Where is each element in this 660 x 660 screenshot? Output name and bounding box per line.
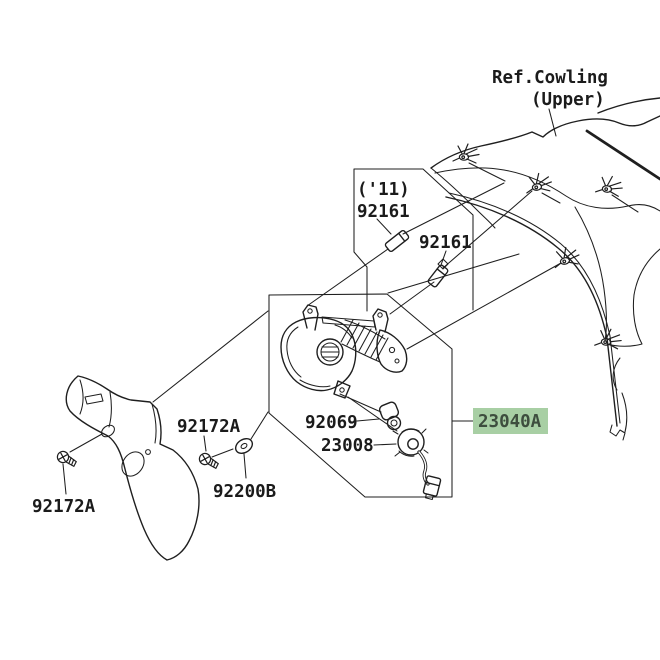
grommet-92069 xyxy=(378,401,402,431)
part-label-92161-year: 92161 xyxy=(357,202,410,222)
cowling-clip-icon xyxy=(523,170,554,196)
year-note-label: ('11) xyxy=(357,180,410,200)
label-leader-92161-year xyxy=(376,218,392,235)
upper-cowling xyxy=(430,97,660,441)
label-leader-92172a-mid xyxy=(203,435,207,452)
highlight-box xyxy=(473,408,548,434)
screw-92172a-left xyxy=(55,449,79,468)
ref-cowling-label-line2: (Upper) xyxy=(531,90,605,110)
year-bracket-outline xyxy=(353,168,474,312)
part-label-92172a-left: 92172A xyxy=(32,497,96,517)
wire-connector xyxy=(422,475,442,500)
inner-cover-panel xyxy=(65,375,200,561)
strip-end-tab xyxy=(609,424,626,441)
turn-signal-lamp xyxy=(280,304,408,399)
part-link-23040a[interactable]: 23040A xyxy=(473,408,548,434)
ref-cowling-label-line1: Ref.Cowling xyxy=(492,68,608,88)
group-outline-23040a xyxy=(268,293,453,498)
label-leader-92172a-left xyxy=(62,463,67,495)
part-label-92069: 92069 xyxy=(305,413,358,433)
label-leader-92161 xyxy=(440,250,447,266)
part-label-92172a-mid: 92172A xyxy=(177,417,241,437)
label-leader-92069 xyxy=(356,418,380,422)
bulb-socket-23008 xyxy=(392,428,442,500)
lamp-left-tab xyxy=(302,304,319,331)
washer-92200b xyxy=(234,437,254,455)
part-label-23040a: 23040A xyxy=(478,412,542,432)
windshield-edge xyxy=(585,129,660,181)
lamp-right-tab xyxy=(372,308,389,333)
label-leader-92200b xyxy=(243,453,247,479)
lamp-rubber-ribs xyxy=(340,319,389,361)
part-label-92200b: 92200B xyxy=(213,482,276,502)
lamp-flange xyxy=(376,329,408,373)
lamp-bottom-tab xyxy=(333,380,351,399)
damper-clip-92161 xyxy=(427,258,449,288)
part-label-92161: 92161 xyxy=(419,233,472,253)
ref-cowling-leader xyxy=(548,108,557,137)
label-leader-23008 xyxy=(373,443,397,446)
leader-lines xyxy=(62,108,562,495)
part-label-23008: 23008 xyxy=(321,436,374,456)
damper-clip-92161-11 xyxy=(384,229,410,253)
screw-92172a-mid xyxy=(197,451,221,470)
cowling-clip-icon xyxy=(594,174,624,198)
